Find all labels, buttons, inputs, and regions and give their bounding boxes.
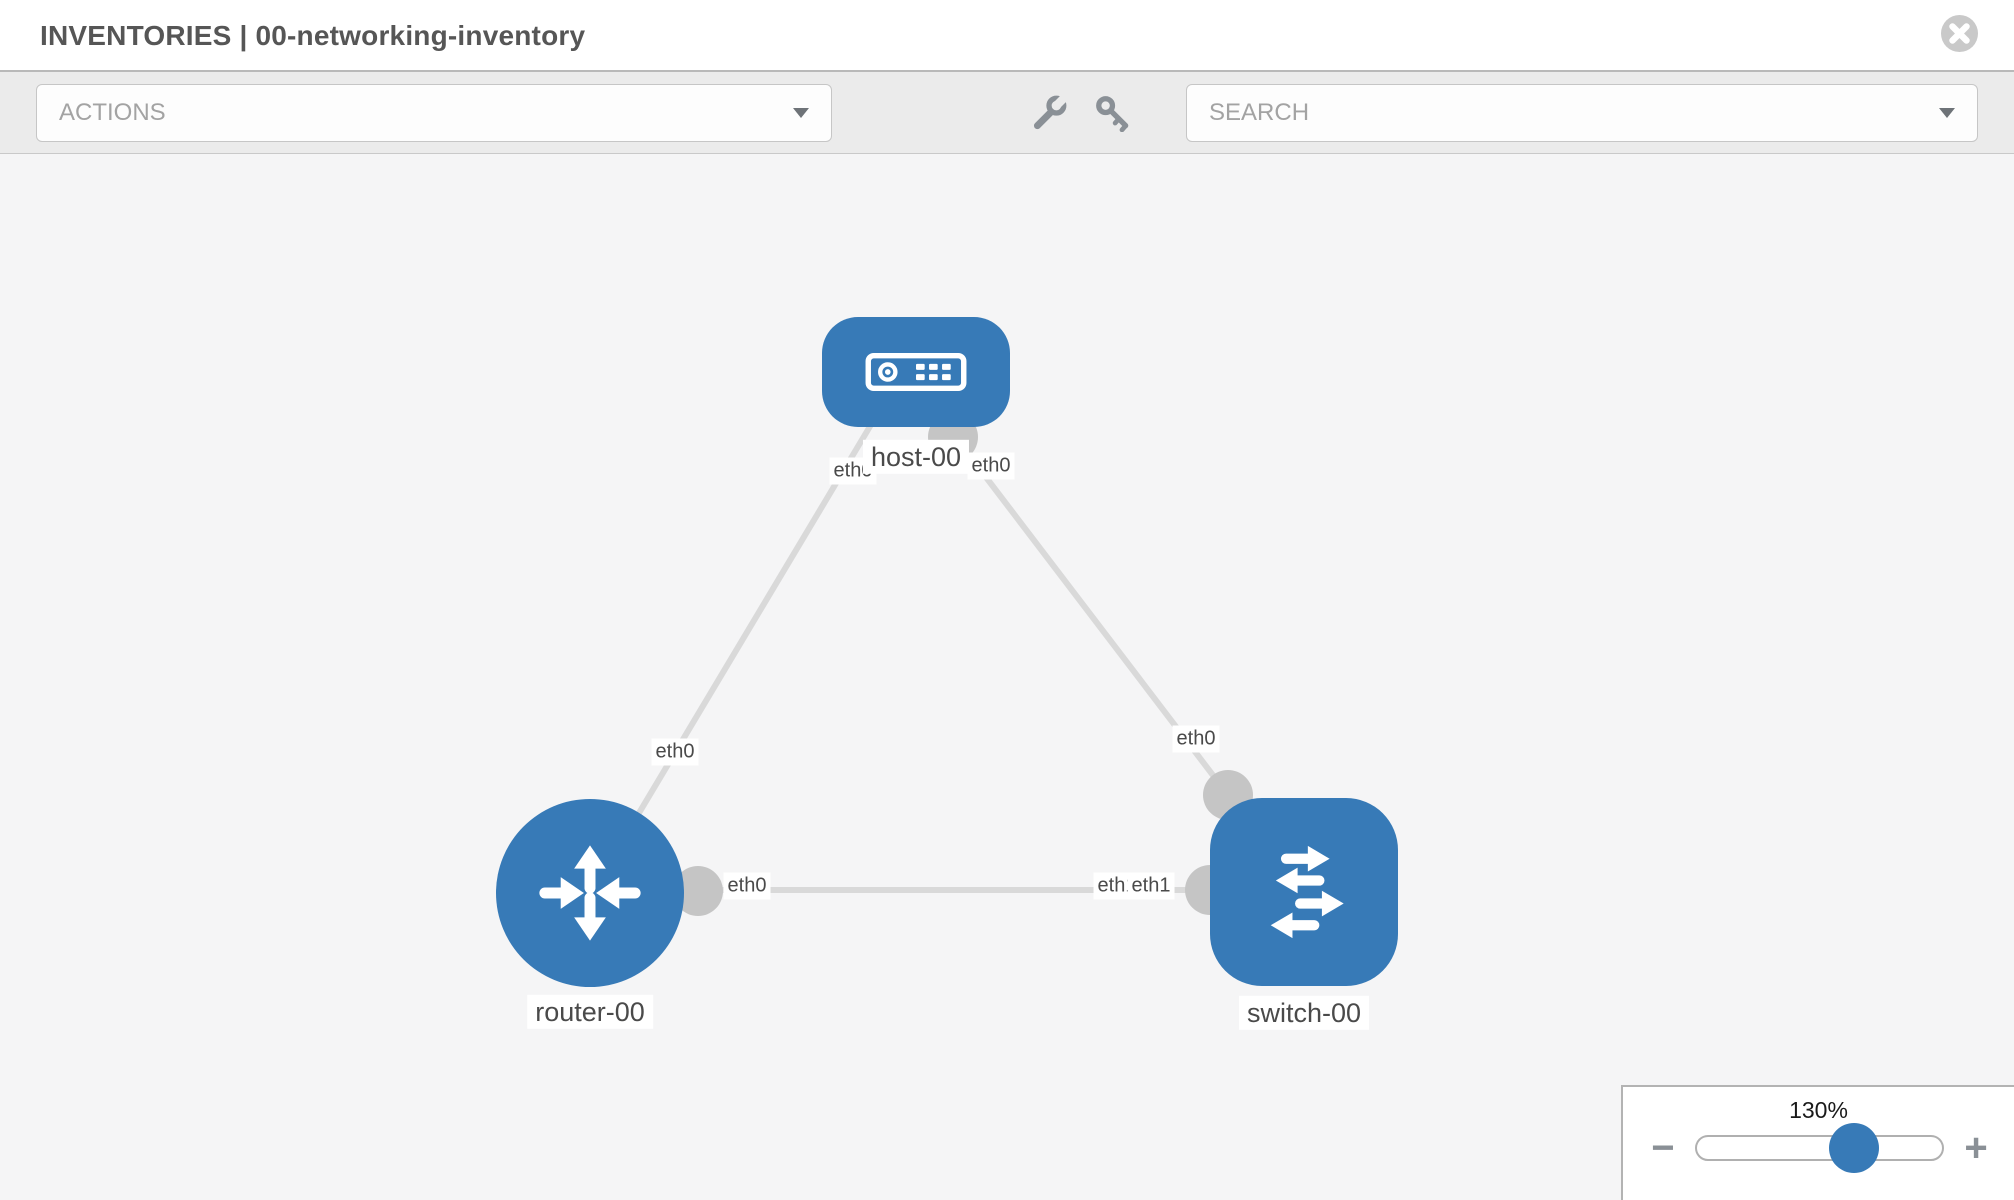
search-dropdown-label: SEARCH [1209, 98, 1310, 126]
zoom-in-button[interactable]: + [1964, 1126, 1988, 1170]
zoom-out-button[interactable]: − [1651, 1126, 1675, 1170]
interface-label: eth0 [651, 738, 699, 766]
actions-dropdown-label: ACTIONS [59, 98, 166, 126]
key-icon [1096, 95, 1129, 132]
close-button[interactable] [1941, 15, 1978, 52]
chevron-down-icon [793, 107, 809, 118]
interface-label: eth0 [723, 872, 771, 900]
node-label-router-00: router-00 [527, 994, 653, 1030]
host-icon [865, 353, 967, 391]
node-label-switch-00: switch-00 [1238, 995, 1370, 1031]
credentials-button[interactable] [1094, 94, 1132, 132]
switch-icon [1270, 845, 1344, 939]
configure-button[interactable] [1030, 93, 1068, 132]
interface-label: eth0 [967, 452, 1015, 480]
link-host-00--router-00 [590, 416, 878, 892]
zoom-slider-track[interactable] [1695, 1123, 1944, 1173]
zoom-level-label: 130% [1789, 1097, 1848, 1123]
zoom-controls: − + [1623, 1123, 2014, 1173]
zoom-slider-handle[interactable] [1828, 1123, 1879, 1173]
search-dropdown[interactable]: SEARCH [1186, 83, 1978, 142]
link-endpoint-router-00 [673, 866, 723, 916]
actions-dropdown[interactable]: ACTIONS [36, 83, 832, 142]
node-switch-00[interactable] [1210, 798, 1398, 986]
close-icon [1949, 23, 1970, 44]
toolbar: ACTIONS SEARCH [0, 72, 2014, 154]
chevron-down-icon [1939, 107, 1955, 118]
zoom-panel: 130% − + [1621, 1085, 2014, 1200]
node-router-00[interactable] [496, 799, 684, 987]
router-icon [539, 845, 641, 941]
interface-label: eth1 [1127, 872, 1175, 900]
interface-label: eth0 [1172, 725, 1220, 753]
node-label-host-00: host-00 [862, 439, 970, 475]
node-host-00[interactable] [822, 317, 1010, 427]
header: INVENTORIES | 00-networking-inventory [0, 0, 2014, 72]
interface-label: eth0 [829, 457, 877, 485]
wrench-icon [1033, 93, 1068, 129]
page-title: INVENTORIES | 00-networking-inventory [40, 20, 586, 51]
